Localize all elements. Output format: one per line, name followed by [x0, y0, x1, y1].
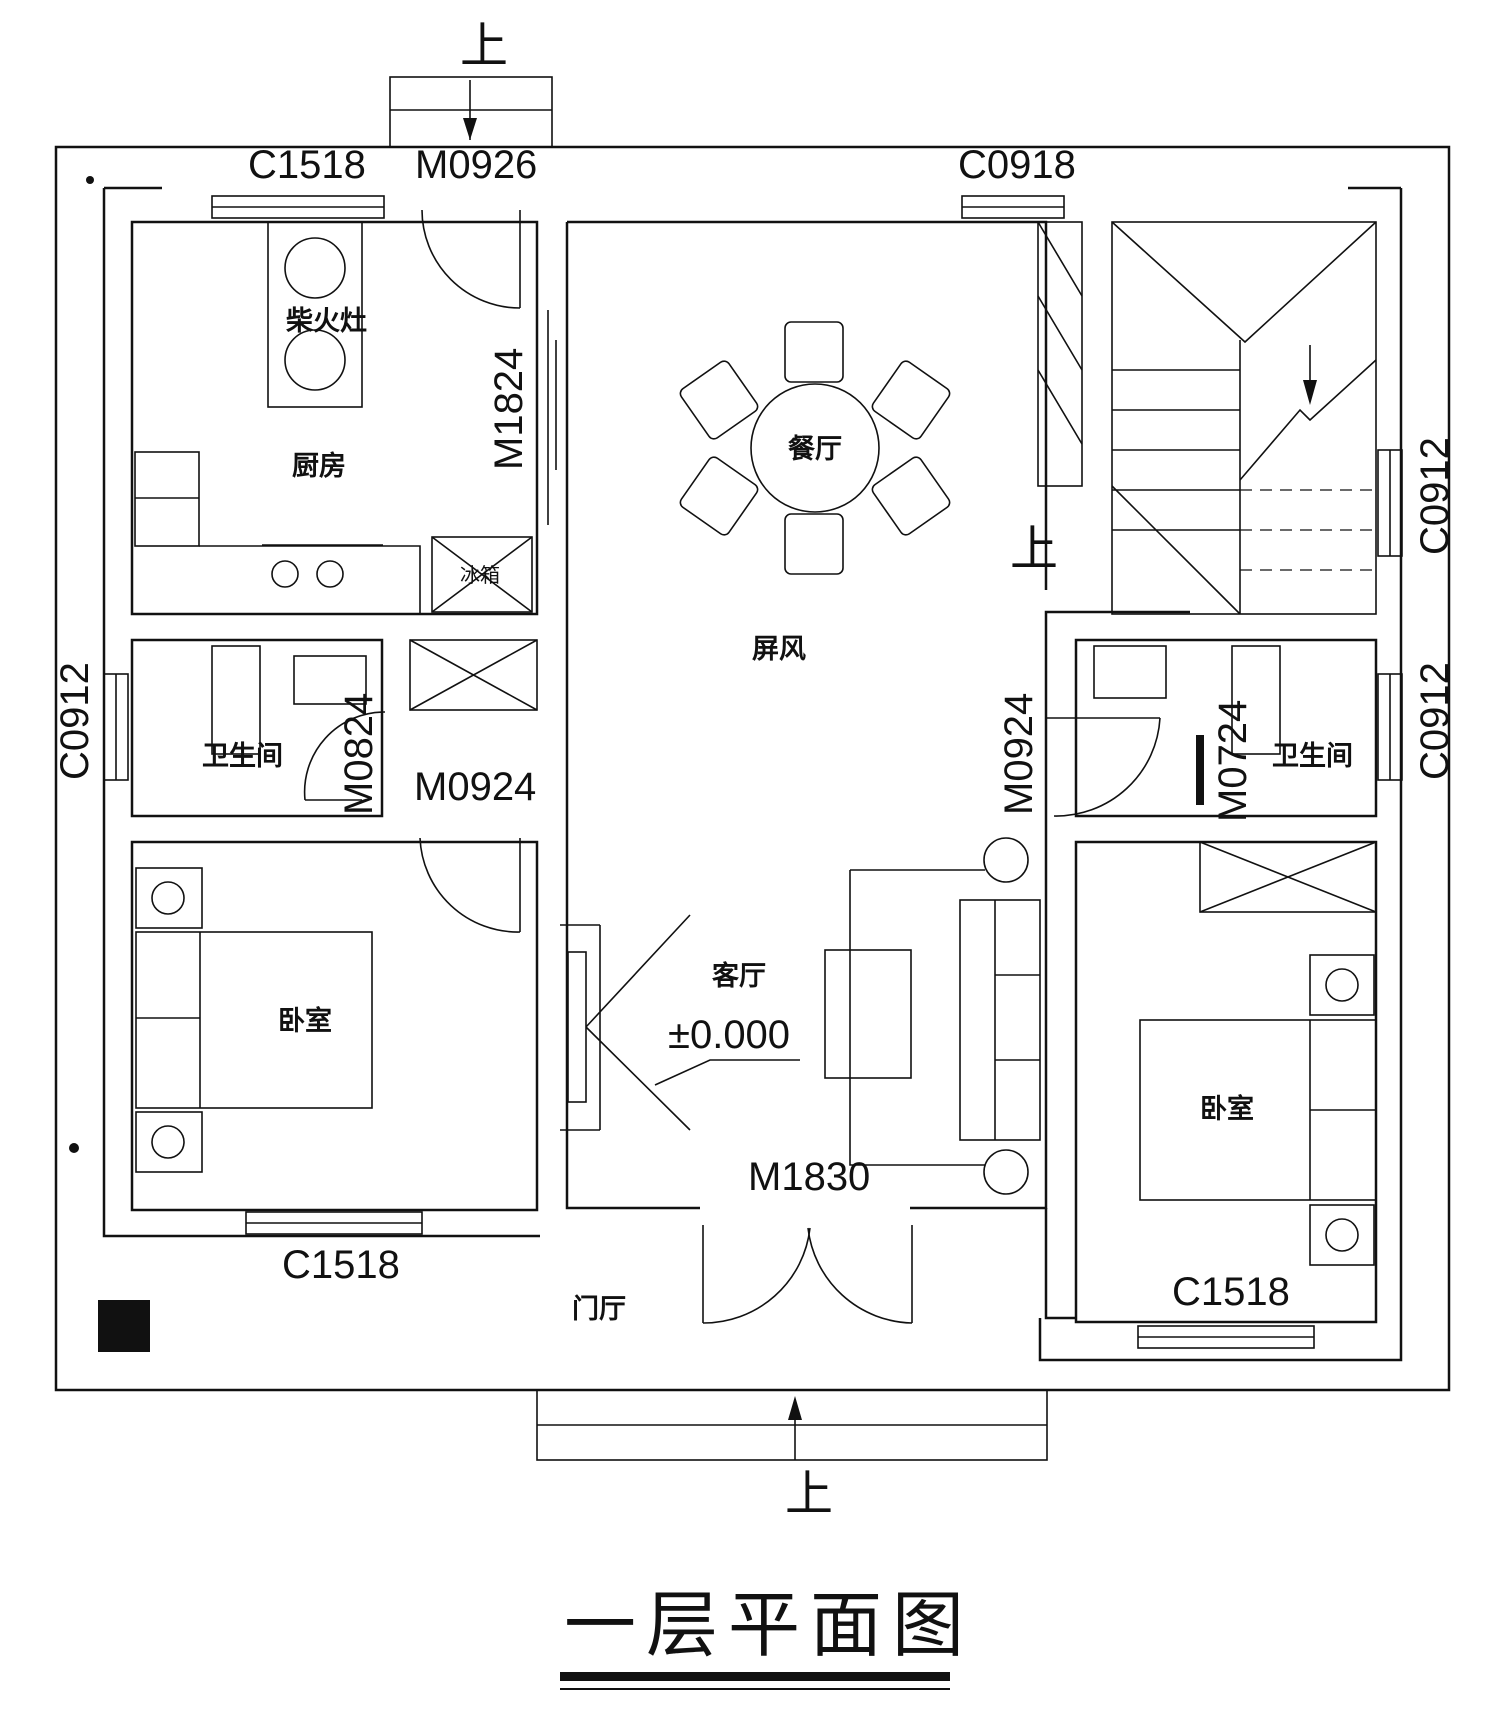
code-c1518-bottom-left: C1518	[282, 1243, 400, 1287]
window-c0912-right-top	[1377, 449, 1403, 557]
corner-block	[98, 1300, 150, 1352]
top-stair	[389, 76, 553, 148]
label-bathroom-right: 卫生间	[1272, 741, 1353, 772]
bathroom-left-fixtures	[211, 639, 538, 755]
code-m0824: M0824	[337, 693, 381, 815]
window-c0918	[961, 195, 1065, 219]
title-underline-thin	[560, 1688, 950, 1690]
door-m0824	[303, 711, 386, 801]
door-m0926	[421, 209, 521, 309]
label-foyer: 门厅	[572, 1294, 626, 1325]
bedroom-left-furniture	[135, 867, 373, 1173]
bedroom-right-furniture	[1139, 954, 1377, 1266]
label-bathroom-left: 卫生间	[202, 741, 283, 772]
label-kitchen: 厨房	[292, 451, 346, 482]
title-underline-thick	[560, 1672, 950, 1681]
code-c0912-left: C0912	[53, 662, 97, 780]
code-c0912-right-bottom: C0912	[1413, 662, 1457, 780]
code-m0924-right: M0924	[997, 693, 1041, 815]
room-labels: 柴火灶 厨房 餐厅 屏风 冰箱 卫生间 卫生间 客厅 ±0.000 卧室 卧室 …	[202, 306, 1353, 1325]
label-living: 客厅	[712, 960, 766, 992]
up-label-stair: 上	[1010, 521, 1058, 577]
code-m0924-left: M0924	[414, 765, 536, 809]
window-c0912-right-bottom	[1377, 673, 1403, 781]
window-c1518-top	[211, 195, 385, 219]
label-screen: 屏风	[752, 634, 806, 665]
code-m0926: M0926	[415, 143, 537, 187]
code-m1830: M1830	[748, 1155, 870, 1199]
label-fridge: 冰箱	[460, 563, 500, 587]
door-m0924-left	[419, 837, 521, 933]
kitchen-furniture	[134, 221, 533, 614]
codes: C1518 M0926 C0918 M1824 C0912 C0912 M082…	[53, 143, 1457, 1314]
window-c1518-bottom-right	[1137, 1325, 1315, 1349]
plan-title: 一层平面图	[564, 1583, 974, 1667]
corner-dot	[69, 1143, 79, 1153]
dining-table	[679, 321, 951, 575]
window-c1518-bottom-left	[245, 1211, 423, 1235]
door-m0724	[1196, 735, 1204, 805]
bathroom-right-fixtures	[1093, 645, 1377, 913]
corner-dot-top	[86, 176, 94, 184]
code-c0918: C0918	[958, 143, 1076, 187]
code-m1824: M1824	[487, 348, 531, 470]
window-c0912-left	[103, 673, 129, 781]
code-c1518-bottom-right: C1518	[1172, 1270, 1290, 1314]
fridge-box	[431, 536, 533, 613]
door-m1830	[702, 1225, 913, 1324]
door-m0924-right	[1046, 717, 1161, 817]
up-label-top: 上	[460, 18, 508, 74]
doors	[303, 209, 1204, 1324]
label-bedroom-right: 卧室	[1200, 1093, 1254, 1125]
bottom-stair	[536, 1389, 1048, 1461]
code-m0724: M0724	[1211, 700, 1255, 822]
up-label-bottom: 上	[785, 1466, 833, 1522]
windows	[103, 195, 1403, 1349]
label-dining: 餐厅	[788, 434, 842, 465]
code-c0912-right-top: C0912	[1413, 437, 1457, 555]
label-elevation: ±0.000	[668, 1013, 790, 1057]
door-m1824	[547, 310, 557, 525]
code-c1518-top: C1518	[248, 143, 366, 187]
label-bedroom-left: 卧室	[278, 1005, 332, 1037]
label-firewood-stove: 柴火灶	[286, 306, 367, 337]
living-furniture	[560, 837, 1041, 1195]
staircase	[1037, 221, 1377, 615]
